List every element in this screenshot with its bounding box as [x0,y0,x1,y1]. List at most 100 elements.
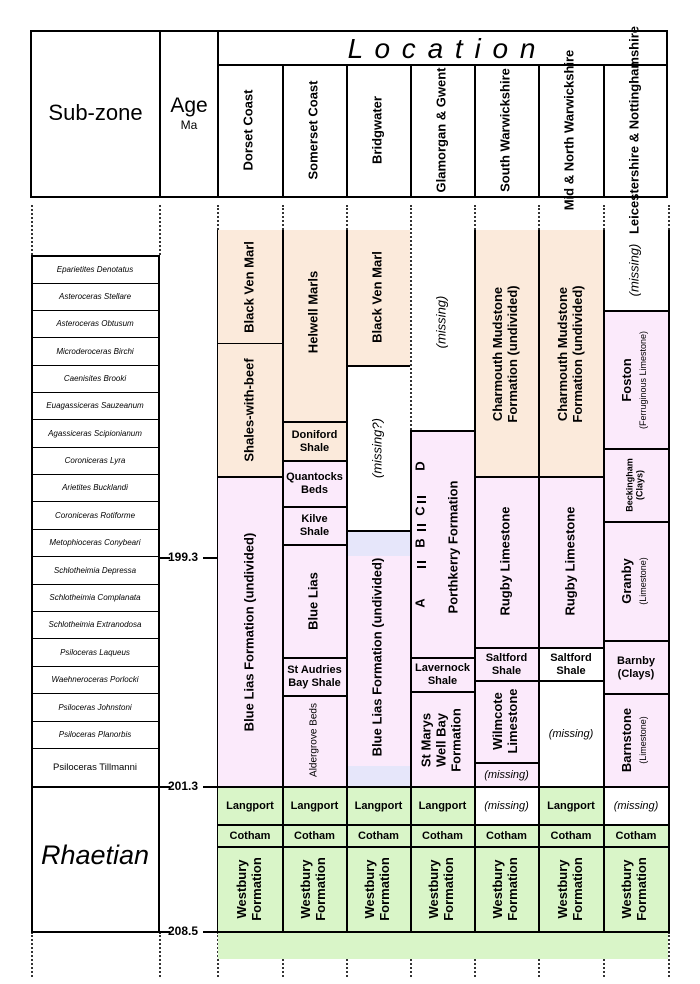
bridgwater-black-ven-marl: Black Ven Marl [369,251,385,343]
glamorgan-porthkerry: Porthkerry Formation [445,480,461,614]
dorset-blue-lias-bg [218,477,282,787]
dorset-blue-lias: Blue Lias Formation (undivided) [241,532,257,732]
rhaetian-label: Rhaetian [40,840,150,870]
langport-dorset: Langport [226,799,274,812]
cotham-mnwarks: Cotham [550,829,592,842]
subzone-item: Schlotheimia Complanata [49,593,141,602]
subzone-item: Eparietites Denotatus [56,265,134,274]
rhaetic-bg [218,787,668,959]
bridgwater-missing: (missing?) [369,418,385,478]
location-south-warwickshire: South Warwickshire [497,68,513,192]
age-199-3: 199.3 [168,550,199,564]
location-bridgwater: Bridgwater [369,96,385,164]
leics-foston: Foston(Ferruginous Limestone) [619,330,648,430]
subzone-item: Euagassiceras Sauzeanum [46,401,144,410]
location-header: L o c a t i o n [347,33,538,64]
somerset-aldergrove-beds: Aldergrove Beds [308,703,320,777]
subzone-item: Schlotheimia Extranodosa [48,620,142,629]
cotham-bridgwater: Cotham [358,829,399,842]
glamorgan-bracket [417,496,426,503]
location-dorset-coast: Dorset Coast [240,89,256,171]
somerset-lias-bg [283,461,346,787]
swarks-missing: (missing) [484,768,529,781]
location-glamorgan-gwent: Glamorgan & Gwent [433,67,449,193]
somerset-helwell-marls: Helwell Marls [305,270,321,354]
glamorgan-bracket [417,561,426,568]
bridgwater-black-ven-bg [347,230,410,366]
cotham-swarks: Cotham [486,829,527,842]
subzone-column [31,255,160,933]
mnwarks-missing: (missing) [548,727,594,740]
glamorgan-zone-c: C [412,506,428,516]
glamorgan-zone-b: B [412,538,428,548]
langport-somerset: Langport [290,799,339,812]
langport-leics-missing: (missing) [613,799,659,812]
swarks-rugby-limestone: Rugby Limestone [497,506,513,616]
glamorgan-zone-d: D [412,461,428,471]
bridgwater-blue-lias-bg [347,530,410,787]
age-unit: Ma [180,118,198,132]
location-mid-north-warwickshire: Mid & North Warwickshire [561,49,577,211]
rhaetic-white-gap [604,787,668,825]
subzone-item: Coroniceras Rotiforme [54,511,136,520]
subzone-item: Waehneroceras Porlocki [51,675,139,684]
subzone-item: Asteroceras Stellare [58,292,132,301]
mnwarks-charmouth-bg [539,230,603,477]
cotham-dorset: Cotham [229,829,271,842]
mnwarks-lias-bg [539,477,603,648]
age-201-3: 201.3 [168,779,199,793]
bridgwater-blue-band [347,766,410,786]
subzone-item: Microderoceras Birchi [56,347,134,356]
location-somerset-coast: Somerset Coast [305,80,321,180]
glamorgan-bracket [417,524,426,531]
cotham-somerset: Cotham [294,829,335,842]
swarks-lias-bg [475,477,538,787]
cotham-glamorgan: Cotham [422,829,463,842]
leics-granby: Granby(Limestone) [619,557,648,605]
subzone-item: Agassiceras Scipionianum [48,429,142,438]
somerset-blue-lias: Blue Lias [305,572,321,630]
rhaetic-white-gap [475,787,539,825]
glamorgan-missing: (missing) [433,295,449,349]
dorset-shales-with-beef: Shales-with-beef [241,358,257,462]
subzone-item: Asteroceras Obtusum [56,319,134,328]
location-leics-notts: Leicestershire & Nottinghamshire [626,25,642,235]
langport-swarks-missing: (missing) [484,799,529,812]
leics-beckingham: Beckingham(Clays) [624,458,645,512]
cotham-leics: Cotham [615,829,657,842]
header-frame [30,30,668,198]
age-header: Age [170,94,208,117]
subzone-item: Psiloceras Planorbis [58,730,132,739]
dorset-black-ven-marl: Black Ven Marl [241,241,257,333]
swarks-charmouth-bg [475,230,538,477]
leics-barnby: Barnby(Clays) [617,654,655,680]
subzone-item: Psiloceras Laqueus [60,648,130,657]
bridgwater-blue-lias: Blue Lias Formation (undivided) [369,557,385,757]
subzone-header: Sub-zone [48,100,143,125]
subzone-item: Metophioceras Conybeari [49,538,141,547]
leics-barnstone: Barnstone(Limestone) [619,707,648,773]
langport-bridgwater: Langport [354,799,403,812]
subzone-item: Psiloceras Johnstoni [58,703,132,712]
subzone-item: Caenisites Brooki [63,374,127,383]
langport-glamorgan: Langport [418,799,467,812]
subzone-item: Coroniceras Lyra [64,456,126,465]
glamorgan-lias-bg [411,430,474,787]
subzone-item: Psiloceras Tillmanni [53,762,137,773]
